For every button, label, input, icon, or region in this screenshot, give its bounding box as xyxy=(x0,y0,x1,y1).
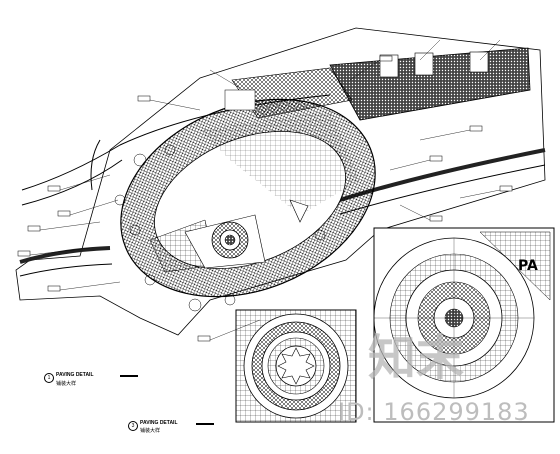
elliptical-plaza xyxy=(120,89,376,298)
watermark-id: ID: 166299183 xyxy=(338,398,530,426)
area-label: PA xyxy=(518,258,538,274)
detail-1-number: 1 xyxy=(44,373,54,383)
tree-symbols xyxy=(114,144,326,312)
building-strip xyxy=(231,47,531,121)
detail-2-number: 3 xyxy=(128,421,138,431)
title-bars xyxy=(120,375,214,425)
watermark-logo: 知末 xyxy=(368,330,465,386)
detail-2-subtitle: 铺装大样 xyxy=(140,428,161,434)
callout-tags xyxy=(17,55,513,342)
detail-1-subtitle: 铺装大样 xyxy=(56,381,77,387)
circular-plan-detail xyxy=(373,227,555,423)
paving-detail-square xyxy=(235,309,357,423)
detail-1-title: PAVING DETAIL xyxy=(56,372,94,378)
site-boundary xyxy=(15,27,546,336)
detail-2-title: PAVING DETAIL xyxy=(140,420,178,426)
leader-lines xyxy=(29,39,501,341)
